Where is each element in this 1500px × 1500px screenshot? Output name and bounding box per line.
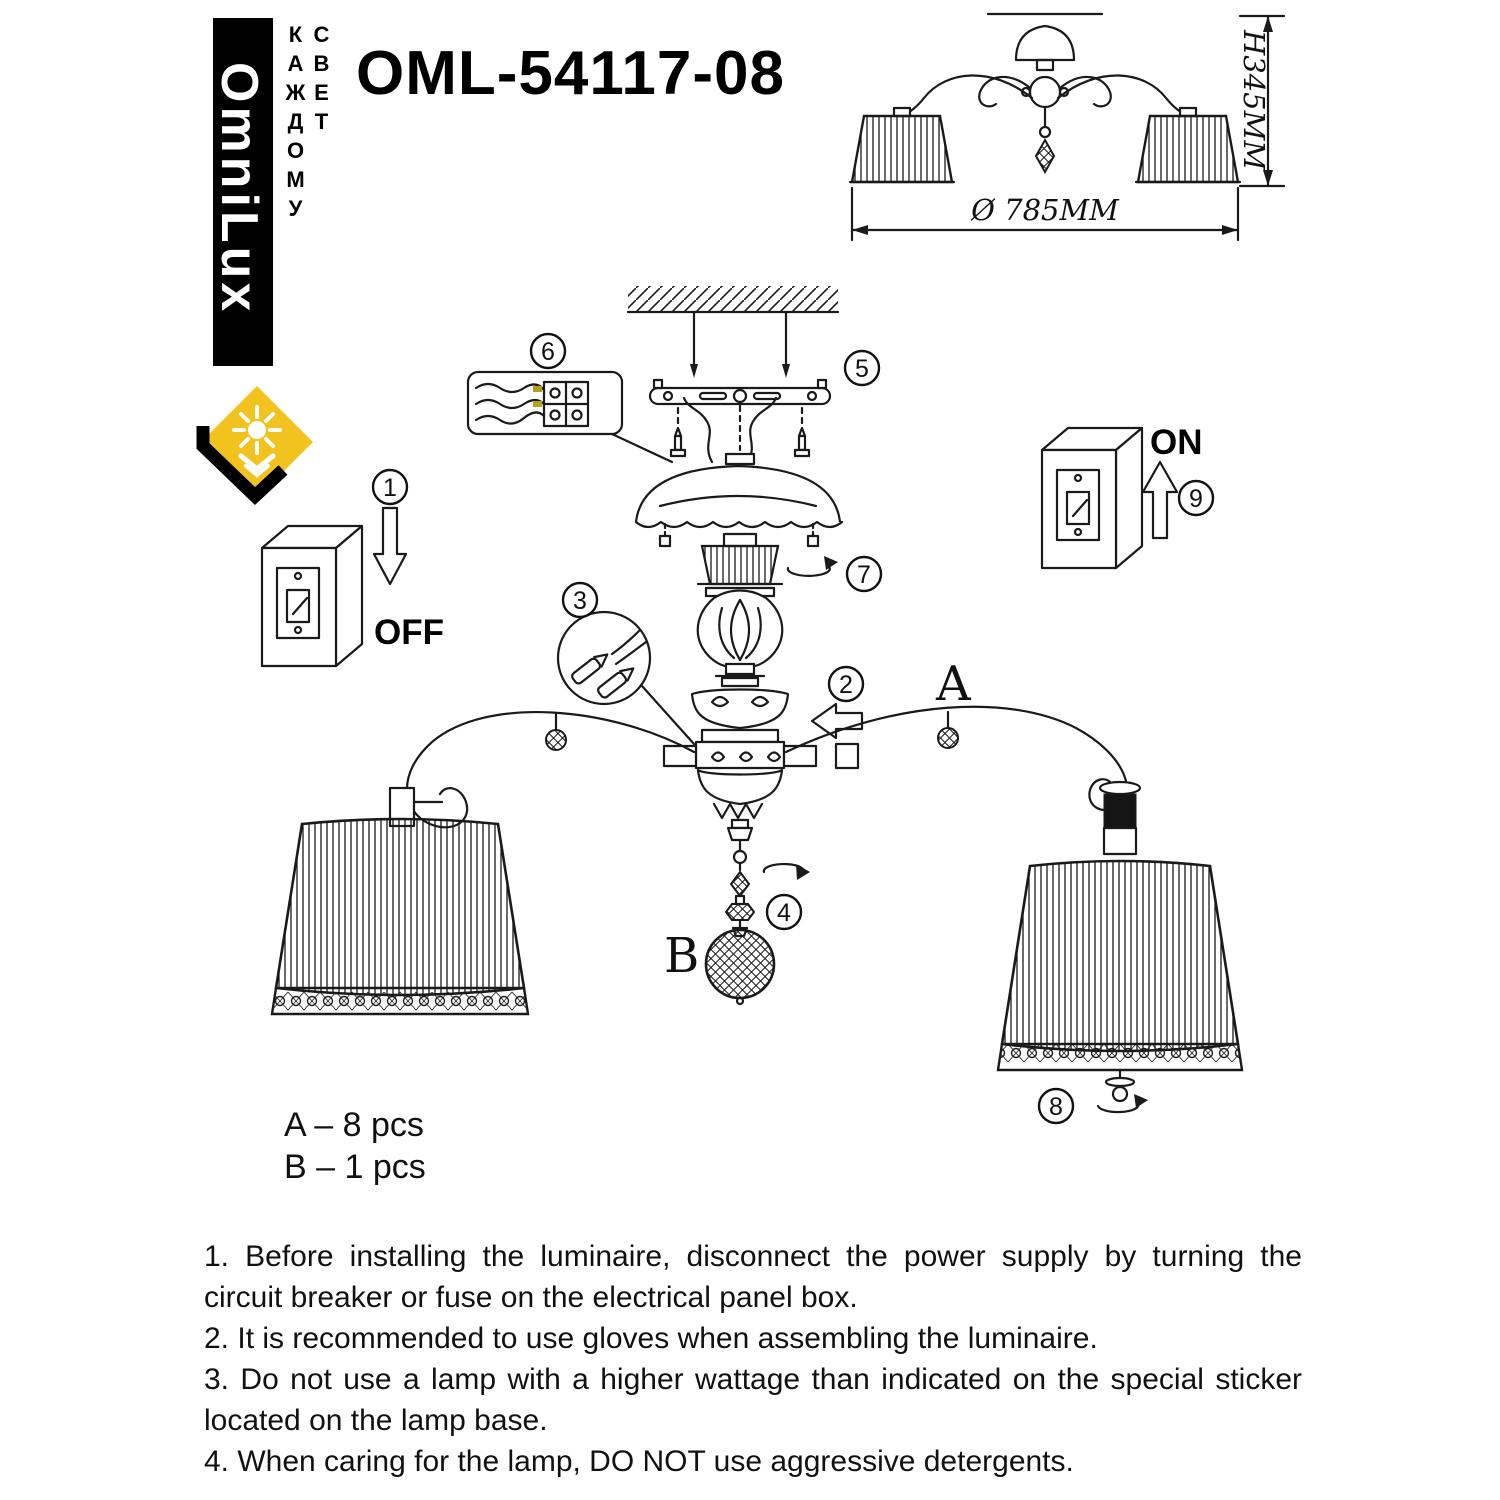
on-label: ON [1150,423,1203,462]
diameter-dimension-label: Ø 785MM [970,193,1120,227]
power-switch-on: ON 9 [1040,423,1215,570]
wire-mark [533,401,542,407]
dimension-height: H345MM [1237,14,1286,188]
brand-logo-box: OmniLux [210,18,273,366]
step-badge-9: 9 [1177,479,1215,517]
instructions-block: 1. Before installing the luminaire, disc… [204,1236,1302,1482]
step-badge-8: 8 [1037,1087,1075,1125]
step-badge-5: 5 [843,349,881,387]
overview-pendant [1034,105,1056,175]
part-b-callout: B [664,928,699,984]
hub-body: 2 A [662,656,972,842]
svg-text:2: 2 [839,671,853,699]
overview-right-shade [1134,106,1242,184]
svg-text:6: 6 [541,338,555,366]
right-arm [784,705,1142,856]
wire-terminal-inset: 6 [466,332,674,464]
svg-text:5: 5 [855,355,869,383]
ceiling-and-bracket: 5 [626,286,881,458]
right-lampshade: 8 [996,859,1244,1125]
rotation-arrow-icon [786,556,838,577]
sunburst-icon [232,405,282,478]
svg-text:4: 4 [777,899,791,927]
dimension-diameter: Ø 785MM [850,186,1240,242]
step-badge-2: 2 [827,665,865,703]
step-badge-4: 4 [765,893,803,931]
chandelier-overview-drawing: H345MM Ø 785MM [848,12,1286,242]
rotation-arrow-icon [762,862,810,880]
step-badge-6: 6 [529,332,567,370]
svg-text:1: 1 [383,474,397,502]
brand-slogan: СВЕТ КАЖДОМУ [283,22,334,225]
mounting-bracket [648,378,832,406]
wire-mark [533,386,542,392]
off-label: OFF [374,613,444,652]
crystal-pendant: 4 B [664,838,810,1006]
canopy-screws [669,406,811,458]
svg-text:8: 8 [1049,1093,1063,1121]
model-number: OML-54117-08 [356,39,785,108]
power-switch-off: 1 OFF [260,468,444,668]
part-a-count: A – 8 pcs [284,1106,424,1144]
wire-connector-inset: 3 [556,581,696,746]
left-arm [405,710,696,829]
part-b-count: B – 1 pcs [284,1148,426,1186]
svg-text:7: 7 [857,561,871,589]
step-badge-7: 7 [845,555,883,593]
step-badge-1: 1 [371,468,409,506]
insert-arrow-icon [810,702,864,740]
step-badge-3: 3 [561,581,599,619]
rotation-arrow-icon [1096,1094,1148,1114]
svg-text:3: 3 [573,587,587,615]
up-arrow-icon [1141,460,1179,540]
instruction-item: 4. When caring for the lamp, DO NOT use … [204,1445,1074,1478]
svg-text:9: 9 [1189,485,1203,513]
instruction-item: 3. Do not use a lamp with a higher watta… [204,1363,1302,1437]
logo-corner-mark [196,426,288,505]
overview-left-shade [848,106,956,184]
brand-logo-diamond [196,386,313,505]
left-lampshade [270,786,530,1016]
part-a-callout: A [935,656,972,712]
height-dimension-label: H345MM [1237,29,1271,171]
down-arrow-icon [372,506,408,586]
canopy: 7 [634,396,883,593]
instruction-item: 1. Before installing the luminaire, disc… [204,1240,1302,1314]
brand-logo-text: OmniLux [210,62,268,316]
instruction-item: 2. It is recommended to use gloves when … [204,1322,1098,1355]
column-ornament [696,532,784,688]
